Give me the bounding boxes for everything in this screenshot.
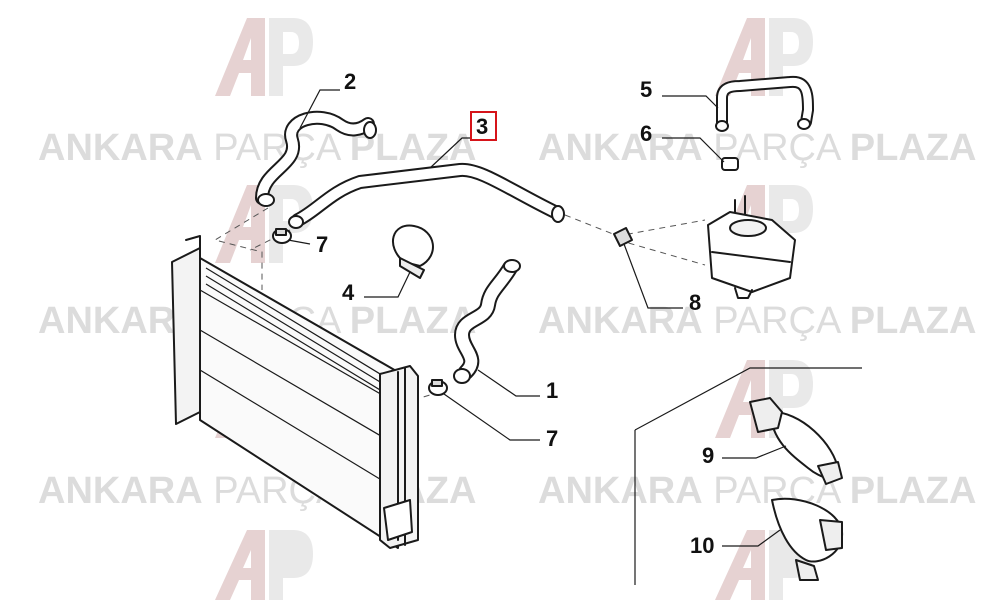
callout-3[interactable]: 3: [476, 114, 488, 139]
watermark-word-2: PARÇA: [713, 300, 842, 342]
hose-part-2: [255, 110, 377, 207]
watermark-word-1: ANKARA: [38, 470, 203, 512]
clamp-part-7a: [272, 228, 292, 244]
callout-1[interactable]: 1: [546, 378, 558, 403]
svg-text:ANKARA PARÇA PLAZA: ANKARA PARÇA PLAZA: [538, 300, 976, 342]
inset-box: [634, 367, 862, 585]
watermark-word-1: ANKARA: [538, 470, 703, 512]
selected-part-highlight: [470, 111, 497, 141]
watermark-word-1: ANKARA: [538, 127, 703, 169]
clamp-part-9: [749, 397, 843, 485]
callout-7b[interactable]: 7: [546, 426, 558, 451]
clamp-part-10: [771, 497, 844, 581]
callout-4[interactable]: 4: [342, 280, 355, 305]
hose-part-5: [715, 75, 814, 132]
watermark-logo-icon: [715, 18, 813, 96]
watermark-word-3: PLAZA: [850, 470, 977, 512]
callout-2[interactable]: 2: [344, 69, 356, 94]
callout-10[interactable]: 10: [690, 533, 714, 558]
callout-7a[interactable]: 7: [316, 232, 328, 257]
hose-part-1: [453, 259, 521, 384]
leader-lines: [287, 89, 787, 547]
expansion-tank-drawing: [707, 195, 796, 299]
svg-text:ANKARA PARÇA PLAZA: ANKARA PARÇA PLAZA: [538, 470, 976, 512]
callout-5[interactable]: 5: [640, 77, 652, 102]
callout-8[interactable]: 8: [689, 290, 701, 315]
hose-part-3: [288, 162, 565, 229]
watermark-logo-icon: [215, 530, 313, 600]
radiator-drawing: [171, 235, 419, 549]
clip-part-8: [613, 227, 633, 247]
clamp-part-6: [721, 157, 739, 171]
watermark-word-1: ANKARA: [538, 300, 703, 342]
clamp-part-4: [392, 224, 434, 279]
watermark-logo-icon: [215, 18, 313, 96]
svg-text:ANKARA PARÇA PLAZA: ANKARA PARÇA PLAZA: [538, 127, 976, 169]
clamp-part-7b: [428, 379, 448, 396]
watermark-word-3: PLAZA: [850, 127, 977, 169]
callout-labels: 2 3 5 6 7 4 8 1 7 9 10: [316, 69, 714, 558]
watermark-word-3: PLAZA: [850, 300, 977, 342]
watermark-word-1: ANKARA: [38, 127, 203, 169]
callout-9[interactable]: 9: [702, 443, 714, 468]
svg-text:ANKARA PARÇA PLAZA: ANKARA PARÇA PLAZA: [38, 127, 476, 169]
callout-6[interactable]: 6: [640, 121, 652, 146]
